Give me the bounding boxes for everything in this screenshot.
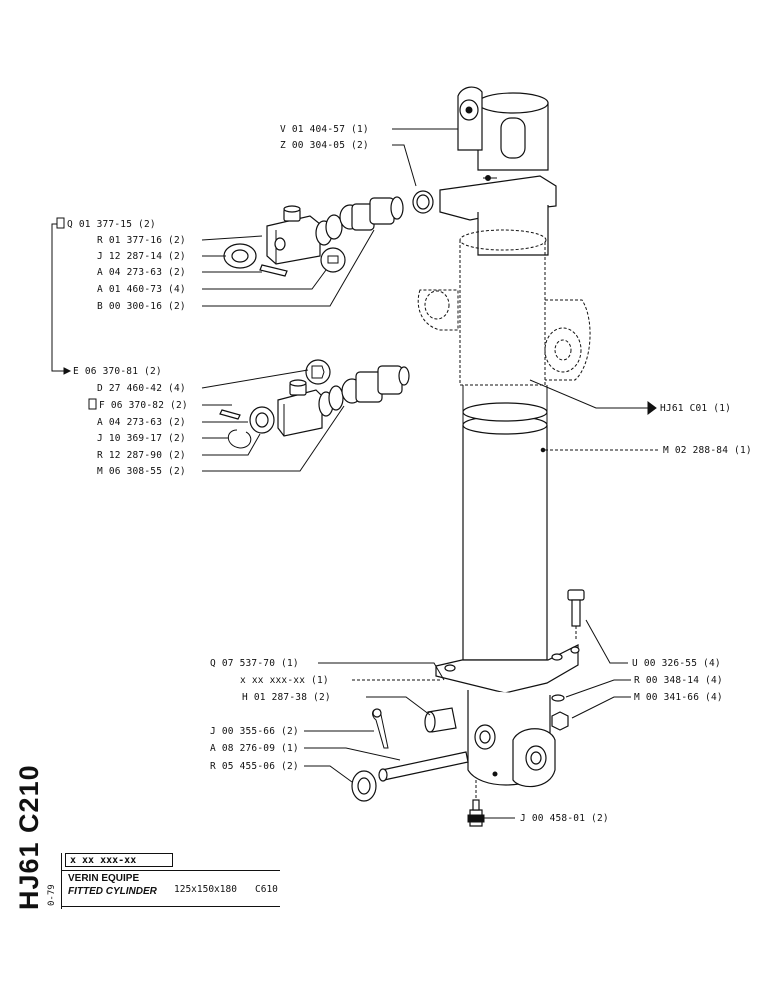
label-f06370: F 06 370-82 (2) — [99, 400, 188, 411]
title-divider-vertical — [61, 853, 62, 909]
title-french: VERIN EQUIPE — [68, 873, 140, 884]
base-hardware — [351, 589, 585, 827]
cylinder-spec: 125x150x180 — [174, 884, 237, 895]
label-hj61c01: HJ61 C01 (1) — [660, 403, 731, 414]
drawing-id-text: HJ61 C210 — [14, 764, 44, 910]
label-m06308: M 06 308-55 (2) — [97, 466, 186, 477]
label-j00458: J 00 458-01 (2) — [520, 813, 609, 824]
label-d27460: D 27 460-42 (4) — [97, 383, 186, 394]
label-u00326: U 00 326-55 (4) — [632, 658, 721, 669]
label-r05455: R 05 455-06 (2) — [210, 761, 299, 772]
label-a04273b: A 04 273-63 (2) — [97, 417, 186, 428]
drawing-date-text: 0-79 — [47, 884, 57, 906]
title-divider-bottom — [62, 906, 280, 907]
title-english: FITTED CYLINDER — [68, 886, 157, 897]
upper-fitting-group — [223, 190, 434, 277]
box-icon-f — [88, 398, 97, 410]
label-m02288: M 02 288-84 (1) — [663, 445, 752, 456]
label-q07537: Q 07 537-70 (1) — [210, 658, 299, 669]
leader-lines — [51, 128, 660, 819]
label-q01377: Q 01 377-15 (2) — [67, 219, 156, 230]
label-a04273a: A 04 273-63 (2) — [97, 267, 186, 278]
label-m00341: M 00 341-66 (4) — [634, 692, 723, 703]
label-a01460: A 01 460-73 (4) — [97, 284, 186, 295]
label-j00355: J 00 355-66 (2) — [210, 726, 299, 737]
title-divider-top — [62, 870, 280, 871]
machine-model: C610 — [255, 884, 278, 895]
reference-code-box: x xx xxx-xx — [65, 853, 173, 867]
label-b00300: B 00 300-16 (2) — [97, 301, 186, 312]
title-block: x xx xxx-xx VERIN EQUIPE FITTED CYLINDER… — [61, 853, 282, 913]
label-e06370: E 06 370-81 (2) — [73, 366, 162, 377]
box-icon-q — [56, 217, 65, 229]
label-j10369: J 10 369-17 (2) — [97, 433, 186, 444]
drawing-id: HJ61 C210 — [12, 764, 44, 910]
label-h01287: H 01 287-38 (2) — [242, 692, 331, 703]
label-z00304: Z 00 304-05 (2) — [280, 140, 369, 151]
label-r12287: R 12 287-90 (2) — [97, 450, 186, 461]
label-r01377: R 01 377-16 (2) — [97, 235, 186, 246]
label-v01404: V 01 404-57 (1) — [280, 124, 369, 135]
drawing-date: 0-79 — [47, 870, 61, 910]
label-xxref: x xx xxx-xx (1) — [240, 675, 329, 686]
label-a08276: A 08 276-09 (1) — [210, 743, 299, 754]
callout-labels: V 01 404-57 (1) Z 00 304-05 (2) Q 01 377… — [56, 124, 752, 824]
label-j12287: J 12 287-14 (2) — [97, 251, 186, 262]
label-r00348: R 00 348-14 (4) — [634, 675, 723, 686]
lower-fitting-group — [219, 359, 410, 449]
cylinder-assembly — [417, 86, 591, 788]
